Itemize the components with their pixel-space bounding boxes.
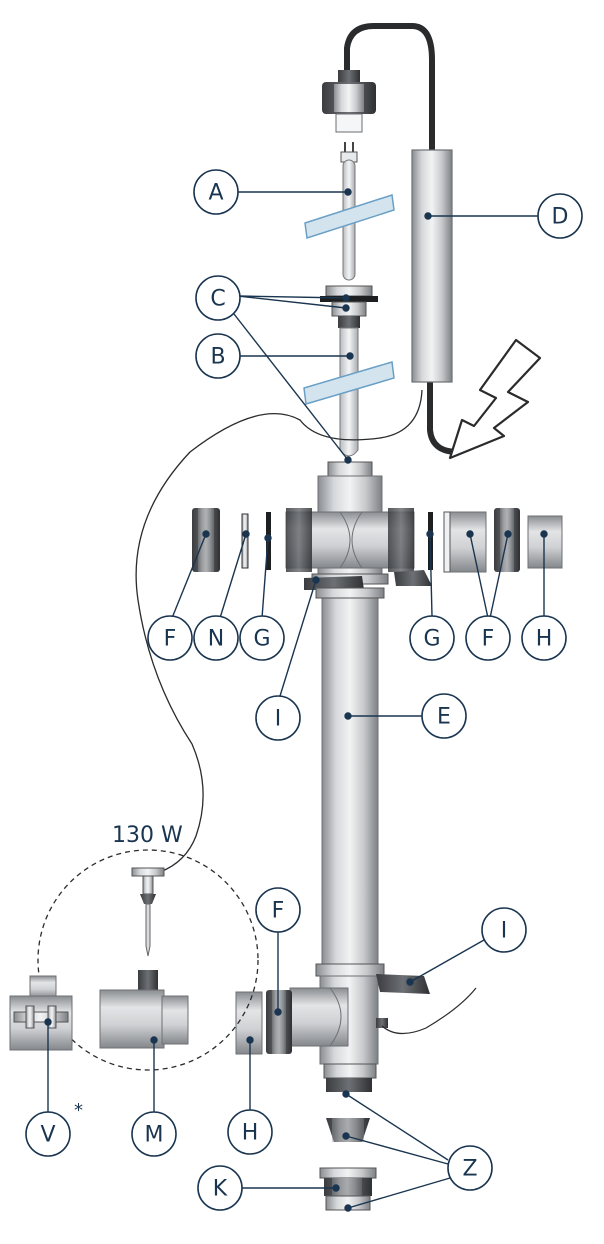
end-cap-h-bottom — [235, 991, 263, 1055]
callout-g2 — [409, 615, 455, 661]
ballast — [411, 149, 453, 383]
callout-c — [195, 275, 241, 321]
callout-k-label: K — [213, 1177, 228, 1202]
leader-g2 — [429, 533, 433, 617]
leader-c-1 — [237, 295, 347, 299]
callout-k — [197, 1165, 243, 1211]
callout-n-label: N — [208, 627, 224, 652]
callout-b — [195, 333, 241, 379]
leader-c-2 — [237, 295, 347, 309]
callout-i1-label: I — [275, 707, 282, 732]
callout-f2 — [465, 615, 511, 661]
leader-c-3 — [233, 313, 349, 461]
callout-a-label: A — [208, 181, 223, 206]
callout-g1 — [239, 615, 285, 661]
callout-f1 — [147, 615, 193, 661]
housing-main-tube — [321, 591, 379, 971]
callout-z — [447, 1145, 493, 1191]
callout-e-label: E — [437, 705, 451, 730]
leader-z-2 — [345, 1135, 449, 1165]
asterisk-note: * — [74, 1100, 83, 1121]
callout-h2 — [227, 1109, 273, 1155]
housing-small-m — [99, 970, 189, 1049]
break-mark-lamp — [304, 194, 395, 239]
callout-f1-label: F — [164, 627, 177, 652]
callout-i2 — [481, 907, 527, 953]
leader-n — [219, 533, 247, 619]
callout-h1-label: H — [536, 627, 553, 652]
leader-f2-2 — [489, 533, 509, 619]
callout-g2-label: G — [423, 627, 440, 652]
callout-b-label: B — [210, 345, 225, 370]
ballast-cable — [427, 377, 461, 455]
lamp-cable — [344, 23, 435, 158]
union-tail-right — [443, 511, 487, 573]
housing-bottom — [289, 963, 477, 1092]
signal-wire — [135, 389, 423, 873]
lightning-icon — [448, 338, 542, 460]
valve-v — [9, 975, 73, 1051]
drain-plug-k — [319, 1167, 377, 1211]
callout-v-label: V — [40, 1123, 55, 1148]
callout-z-label: Z — [462, 1157, 477, 1182]
power-label: 130 W — [112, 823, 183, 848]
callout-d — [537, 193, 583, 239]
option-group-dashed-circle — [37, 849, 259, 1071]
leader-i1 — [279, 579, 317, 697]
leader-z-3 — [347, 1177, 451, 1209]
callout-f2-label: F — [482, 627, 495, 652]
callout-f3-label: F — [272, 899, 285, 924]
callout-g1-label: G — [253, 627, 270, 652]
lamp-small — [131, 867, 165, 957]
leader-z-1 — [345, 1093, 449, 1161]
callout-a — [193, 169, 239, 215]
callout-i2-label: I — [501, 919, 508, 944]
washer-n — [241, 513, 249, 569]
callout-c-label: C — [210, 287, 225, 312]
leader-i2 — [409, 939, 485, 983]
housing-top-cross — [285, 461, 415, 585]
callout-h2-label: H — [242, 1121, 259, 1146]
callout-m — [131, 1111, 177, 1157]
break-mark-tube — [303, 361, 395, 405]
end-cap-h-right — [527, 515, 563, 569]
callout-h1 — [521, 615, 567, 661]
leader-g1 — [261, 537, 269, 619]
callout-v — [25, 1111, 71, 1157]
callout-e — [421, 693, 467, 739]
leader-f1 — [171, 533, 207, 619]
callout-n — [193, 615, 239, 661]
callout-d-label: D — [552, 205, 569, 230]
callout-f3 — [255, 887, 301, 933]
lamp-cap — [322, 70, 376, 133]
callout-m-label: M — [145, 1123, 164, 1148]
leader-f2-1 — [469, 533, 489, 619]
clamp-bottom — [376, 974, 430, 994]
callout-i1 — [255, 695, 301, 741]
